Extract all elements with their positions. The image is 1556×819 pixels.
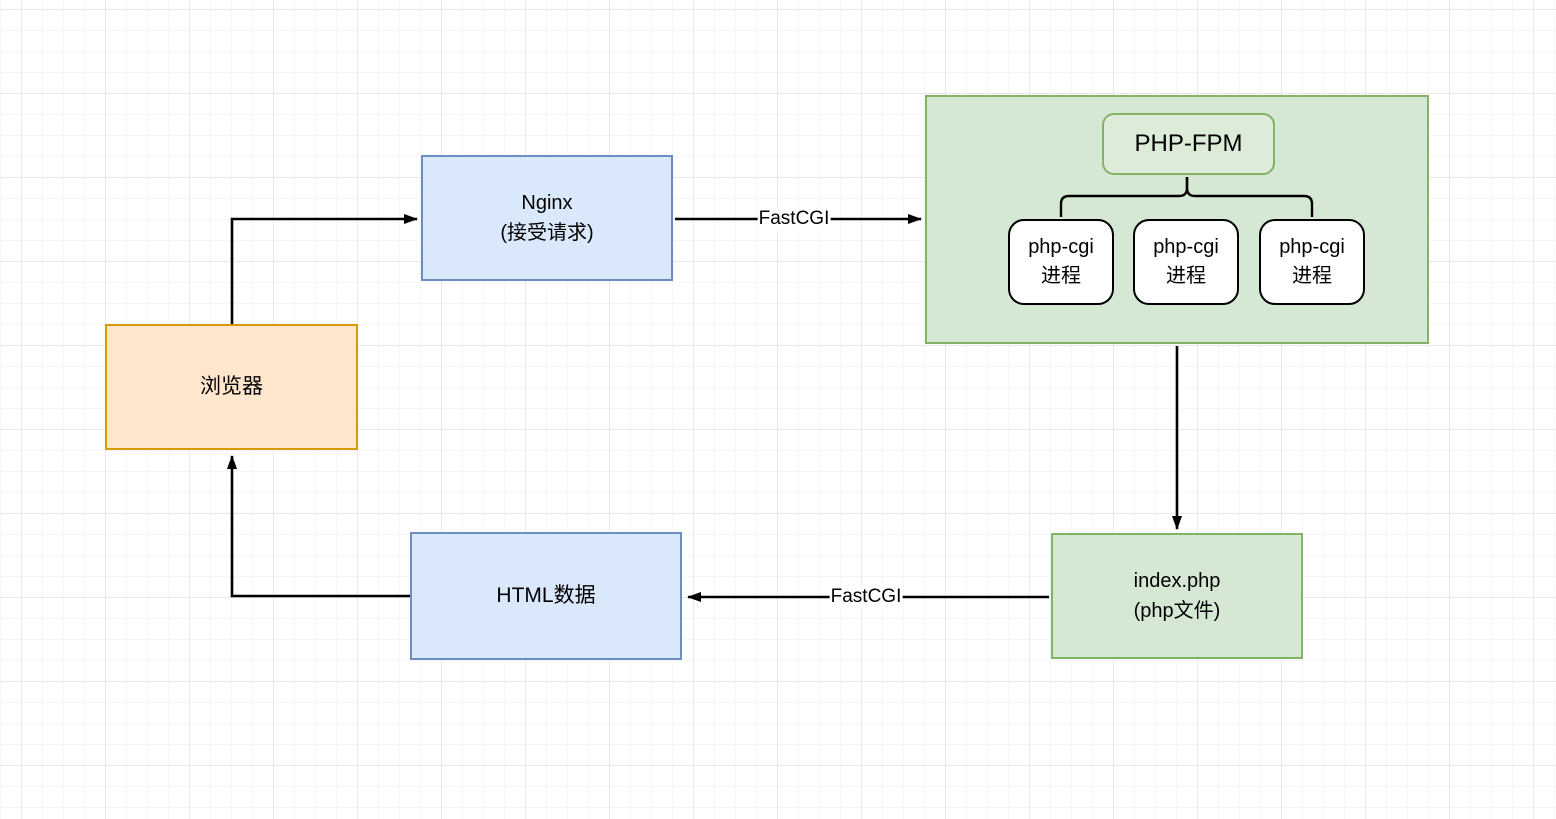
php-cgi-1-line1: php-cgi (1028, 236, 1094, 258)
edge-htmldata-to-browser[interactable] (227, 455, 410, 598)
php-fpm-node[interactable]: PHP-FPM (1102, 113, 1275, 175)
php-cgi-3-line1: php-cgi (1279, 236, 1345, 258)
fastcgi-label-bottom: FastCGI (829, 586, 903, 608)
php-cgi-worker-3[interactable]: php-cgi 进程 (1259, 219, 1365, 305)
html-data-label: HTML数据 (496, 584, 596, 607)
php-cgi-3-line2: 进程 (1292, 265, 1332, 287)
nginx-node[interactable]: Nginx (接受请求) (421, 155, 673, 281)
index-php-node[interactable]: index.php (php文件) (1051, 533, 1303, 659)
php-cgi-1-line2: 进程 (1041, 265, 1081, 287)
index-php-line2: (php文件) (1133, 600, 1221, 622)
php-cgi-2-line1: php-cgi (1153, 236, 1219, 258)
nginx-label-line1: Nginx (521, 192, 573, 214)
html-data-node[interactable]: HTML数据 (410, 532, 682, 660)
php-cgi-worker-1[interactable]: php-cgi 进程 (1008, 219, 1114, 305)
browser-label: 浏览器 (200, 375, 263, 398)
php-cgi-worker-2[interactable]: php-cgi 进程 (1133, 219, 1239, 305)
index-php-line1: index.php (1133, 570, 1221, 592)
php-fpm-label: PHP-FPM (1134, 130, 1243, 157)
nginx-label-line2: (接受请求) (500, 222, 594, 244)
fastcgi-label-top: FastCGI (757, 208, 831, 230)
php-cgi-2-line2: 进程 (1166, 265, 1206, 287)
edge-browser-to-nginx[interactable] (230, 214, 418, 324)
browser-node[interactable]: 浏览器 (105, 324, 358, 450)
